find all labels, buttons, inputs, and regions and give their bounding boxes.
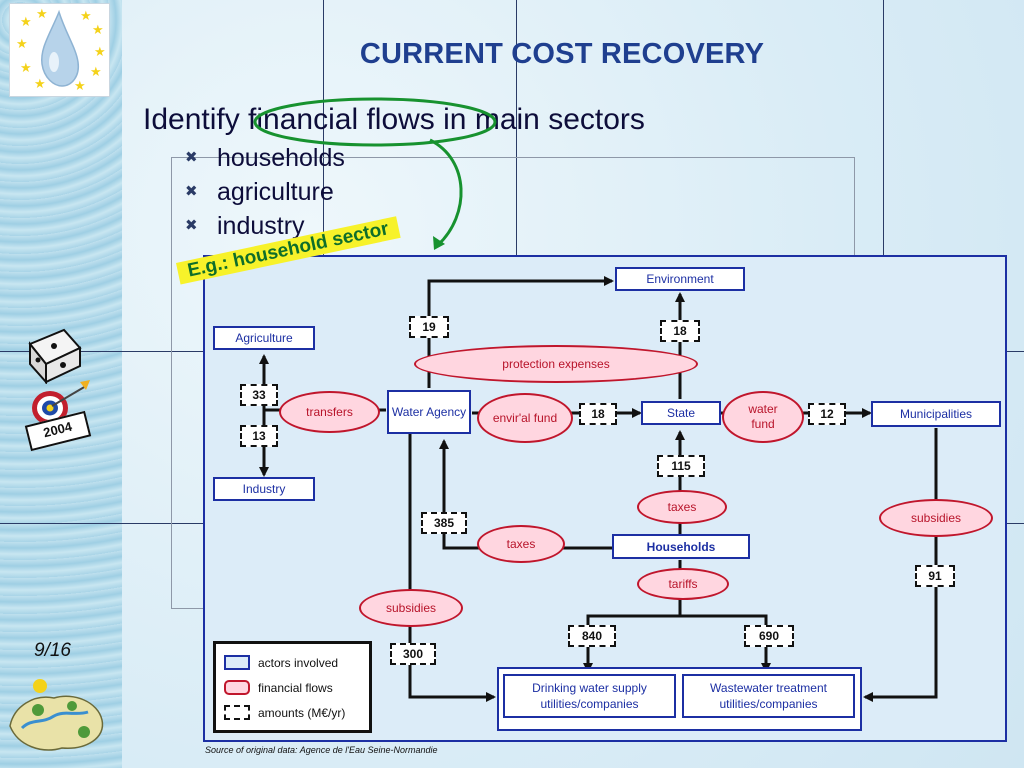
amount-households-state: 115 (657, 455, 705, 477)
legend-row-amounts: amounts (M€/yr) (224, 705, 345, 720)
amount-households-agency: 385 (421, 512, 467, 534)
page-number: 9/16 (34, 640, 71, 661)
frame-line-mid (516, 0, 517, 255)
amount-agency-environment: 19 (409, 316, 449, 338)
x-bullet-icon: ✖ (185, 183, 198, 200)
actor-state: State (641, 401, 721, 425)
legend-swatch-amount (224, 705, 250, 720)
flow-transfers: transfers (279, 391, 380, 433)
legend-row-actors: actors involved (224, 655, 338, 670)
actor-drinking-water: Drinking water supply utilities/companie… (503, 674, 676, 718)
svg-text:★: ★ (16, 36, 28, 51)
flow-tariffs: tariffs (637, 568, 729, 600)
frame-line-right (883, 0, 884, 255)
legend-label-amounts: amounts (M€/yr) (258, 705, 346, 720)
island-map-icon (2, 676, 110, 756)
water-drop-eu-logo-icon: ★★ ★★ ★★ ★★ ★★ (9, 3, 110, 97)
svg-text:★: ★ (34, 76, 46, 91)
dice-icon (24, 326, 84, 385)
flow-water-fund: water fund (722, 391, 804, 443)
sidebar-water-texture (0, 0, 122, 768)
slide-heading: Identify financial flows in main sectors (143, 103, 645, 136)
source-note: Source of original data: Agence de l'Eau… (205, 745, 438, 755)
amount-water-fund: 12 (808, 403, 846, 425)
amount-municipal-subsidies: 91 (915, 565, 955, 587)
amount-wastewater: 690 (744, 625, 794, 647)
actor-water-agency: Water Agency (387, 390, 471, 434)
legend-swatch-actor (224, 655, 250, 670)
actor-households: Households (612, 534, 750, 559)
svg-text:★: ★ (36, 6, 48, 21)
slide-title: CURRENT COST RECOVERY (359, 38, 765, 70)
legend-label-actors: actors involved (258, 655, 339, 670)
flow-taxes-state: taxes (637, 490, 727, 524)
flow-envir-fund: envir'al fund (477, 393, 573, 443)
list-item: ✖households (185, 144, 345, 172)
amount-state-environment: 18 (660, 320, 700, 342)
legend-label-flows: financial flows (258, 680, 333, 695)
actor-wastewater: Wastewater treatment utilities/companies (682, 674, 855, 718)
svg-text:★: ★ (90, 64, 102, 79)
amount-drinking-water: 840 (568, 625, 616, 647)
svg-text:★: ★ (74, 78, 86, 93)
x-bullet-icon: ✖ (185, 217, 198, 234)
svg-text:★: ★ (20, 14, 32, 29)
amount-agriculture: 33 (240, 384, 278, 406)
actor-environment: Environment (615, 267, 745, 291)
flow-taxes-agency: taxes (477, 525, 565, 563)
x-bullet-icon: ✖ (185, 149, 198, 166)
flow-protection-expenses: protection expenses (414, 345, 698, 383)
frame-line-left (323, 0, 324, 255)
actor-municipalities: Municipalities (871, 401, 1001, 427)
svg-text:★: ★ (92, 22, 104, 37)
legend: actors involved financial flows amounts … (213, 641, 372, 733)
highlight-ring (253, 97, 497, 147)
amount-industry: 13 (240, 425, 278, 447)
list-item: ✖agriculture (185, 178, 334, 206)
bullet-list: ✖households ✖agriculture ✖industry (185, 143, 345, 245)
amount-envir-fund: 18 (579, 403, 617, 425)
actor-agriculture: Agriculture (213, 326, 315, 350)
flow-subsidies-municipal: subsidies (879, 499, 993, 537)
legend-swatch-flow (224, 680, 250, 695)
actor-industry: Industry (213, 477, 315, 501)
flow-subsidies-agency: subsidies (359, 589, 463, 627)
amount-agency-subsidies: 300 (390, 643, 436, 665)
list-item: ✖industry (185, 212, 305, 240)
legend-row-flows: financial flows (224, 680, 333, 695)
svg-text:★: ★ (94, 44, 106, 59)
svg-text:★: ★ (80, 8, 92, 23)
svg-text:★: ★ (20, 60, 32, 75)
